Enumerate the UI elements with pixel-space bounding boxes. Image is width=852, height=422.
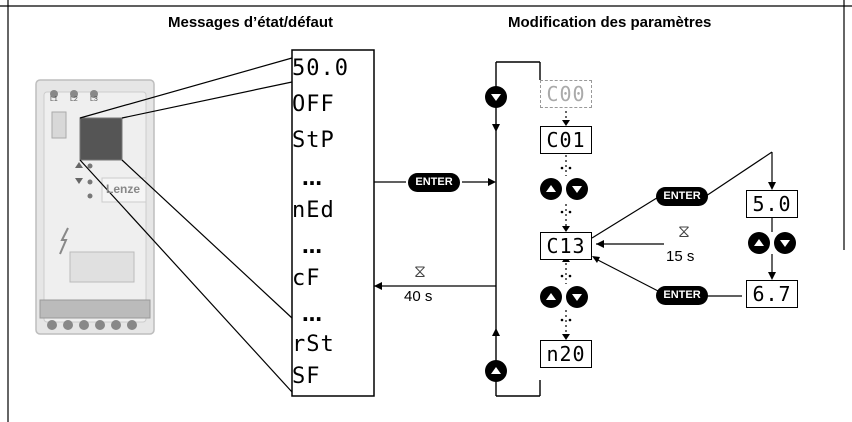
message-ellipsis-3: … <box>302 302 322 326</box>
parameter-modification-title: Modification des paramètres <box>508 14 712 31</box>
display-c13: C13 <box>540 232 592 260</box>
message-off: OFF <box>292 92 335 117</box>
zoom-line-top <box>79 57 293 119</box>
up-button-icon[interactable] <box>485 360 507 382</box>
zoom-line-top-inner <box>121 81 293 119</box>
up-button-icon[interactable] <box>540 178 562 200</box>
enter-button-confirm[interactable]: ENTER <box>656 286 708 305</box>
down-button-icon[interactable] <box>485 86 507 108</box>
terminal-label-l2: L2 <box>70 96 78 103</box>
message-ellipsis-2: … <box>302 234 322 258</box>
hourglass-icon: ⧖ <box>414 262 426 282</box>
message-ellipsis-1: … <box>302 166 322 190</box>
message-list-box <box>291 49 375 397</box>
timer-40s: 40 s <box>404 288 433 305</box>
timer-15s: 15 s <box>666 248 695 265</box>
display-c00: C00 <box>540 80 592 108</box>
message-cf: cF <box>292 266 321 291</box>
message-ned: nEd <box>292 198 335 223</box>
status-messages-title: Messages d’état/défaut <box>168 14 334 31</box>
enter-button-edit[interactable]: ENTER <box>656 187 708 206</box>
enter-button-main[interactable]: ENTER <box>408 173 460 192</box>
down-button-icon[interactable] <box>774 232 796 254</box>
zoom-line-bottom-inner <box>121 159 293 319</box>
hourglass-icon: ⧖ <box>678 222 690 242</box>
display-n20: n20 <box>540 340 592 368</box>
zoom-line-bottom <box>79 159 293 393</box>
display-c01: C01 <box>540 126 592 154</box>
display-value-b: 6.7 <box>746 280 798 308</box>
message-stop: StP <box>292 128 335 153</box>
message-rst: rSt <box>292 332 335 357</box>
message-sf: SF <box>292 364 321 389</box>
display-value-a: 5.0 <box>746 190 798 218</box>
brand-logo: Lenze <box>106 182 141 196</box>
drive-device-photo <box>35 79 155 335</box>
terminal-label-l3: L3 <box>90 96 98 103</box>
up-button-icon[interactable] <box>748 232 770 254</box>
terminal-label-l1: L1 <box>50 96 58 103</box>
down-button-icon[interactable] <box>566 178 588 200</box>
up-button-icon[interactable] <box>540 286 562 308</box>
down-button-icon[interactable] <box>566 286 588 308</box>
message-speed: 50.0 <box>292 56 349 81</box>
